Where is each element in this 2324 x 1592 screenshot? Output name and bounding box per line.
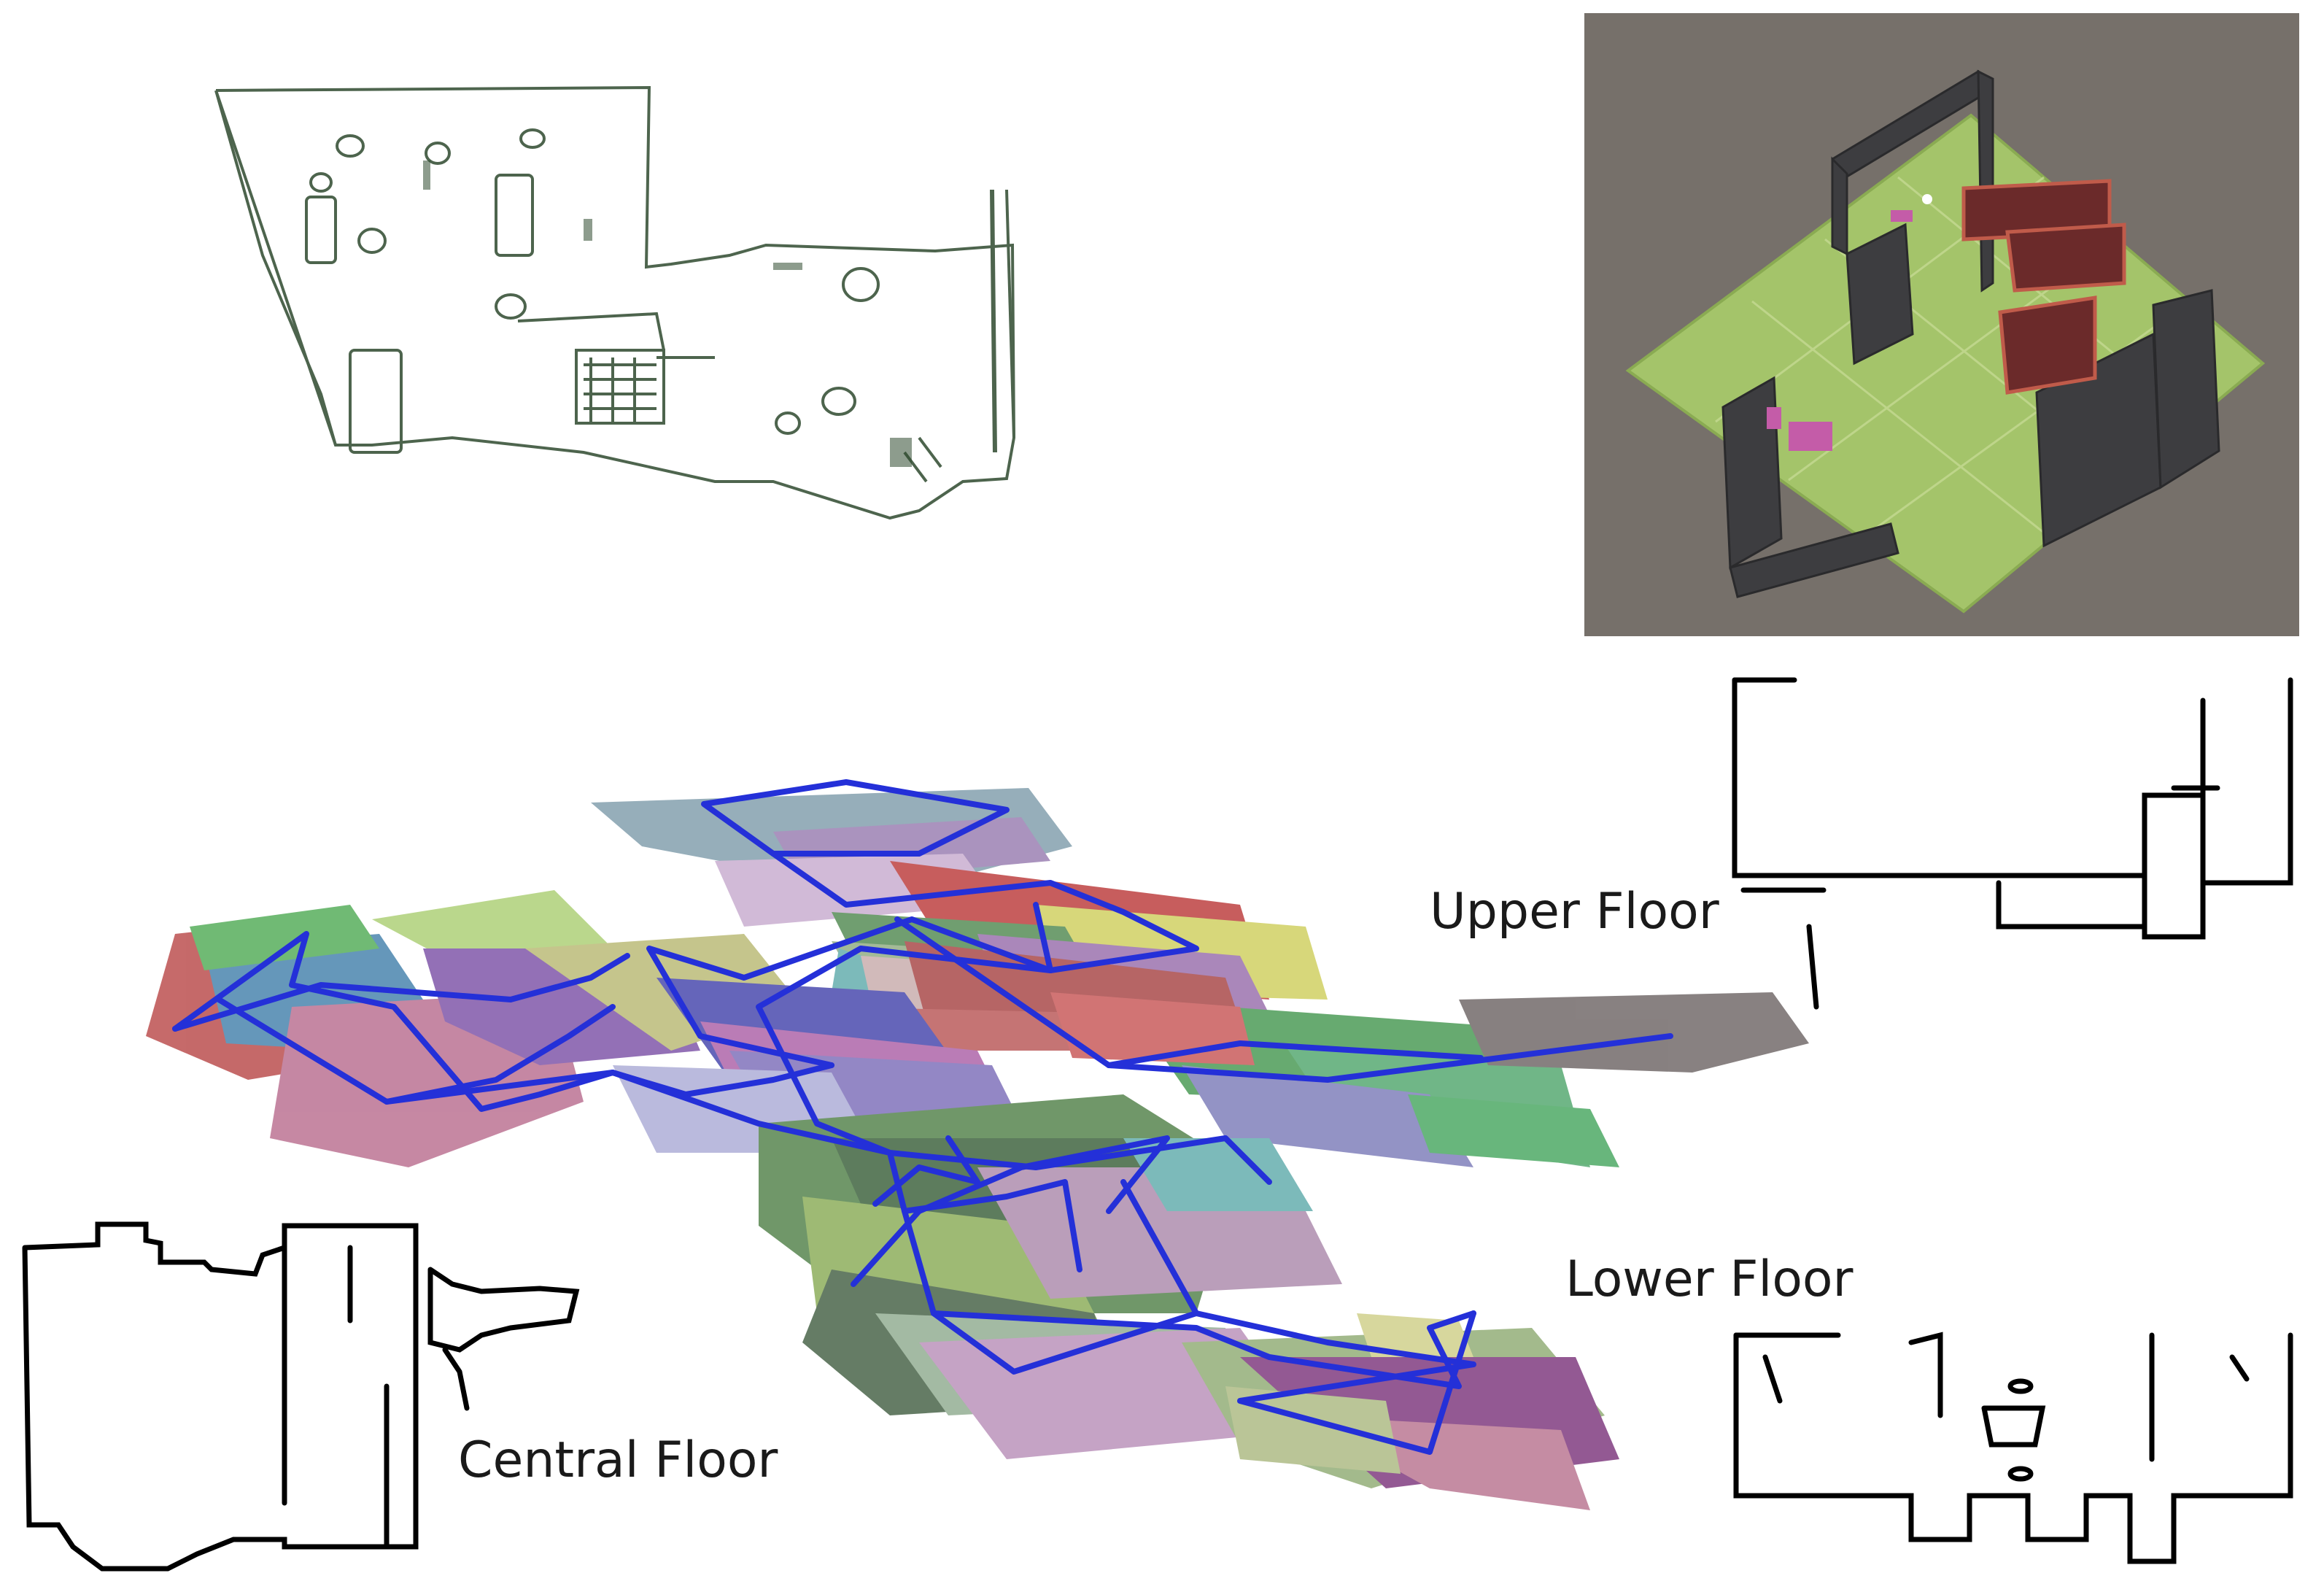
merged-floor-segments-with-trajectory — [102, 759, 1816, 1547]
pointcloud-reconstruction — [204, 73, 1036, 584]
central-floor-label: Central Floor — [458, 1431, 778, 1489]
lower-floor-map — [1721, 1313, 2320, 1591]
upper-floor-label: Upper Floor — [1430, 883, 1719, 940]
unity-3d-model — [1584, 13, 2299, 636]
central-floor-map — [15, 1204, 613, 1583]
lower-floor-label: Lower Floor — [1565, 1251, 1854, 1308]
upper-floor-map — [1721, 642, 2320, 1021]
